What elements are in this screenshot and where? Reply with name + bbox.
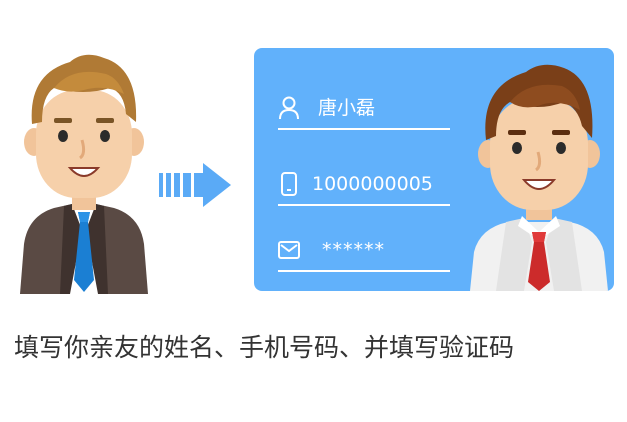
sender-person-illustration [20,54,148,294]
recipient-person-illustration [470,64,608,291]
name-value: 唐小磊 [318,97,376,119]
envelope-icon [278,241,300,259]
code-value: ****** [322,239,385,261]
phone-icon [281,172,297,196]
user-icon [279,96,299,120]
name-field[interactable]: 唐小磊 [278,88,450,130]
illustration: 唐小磊 1000000005 ****** [20,48,614,294]
arrow-right-icon [159,163,231,207]
instruction-text: 填写你亲友的姓名、手机号码、并填写验证码 [14,333,515,362]
verification-code-field[interactable]: ****** [278,230,450,272]
phone-field[interactable]: 1000000005 [278,164,450,206]
invite-form-card: 唐小磊 1000000005 ****** [254,48,614,291]
phone-value: 1000000005 [312,173,433,195]
